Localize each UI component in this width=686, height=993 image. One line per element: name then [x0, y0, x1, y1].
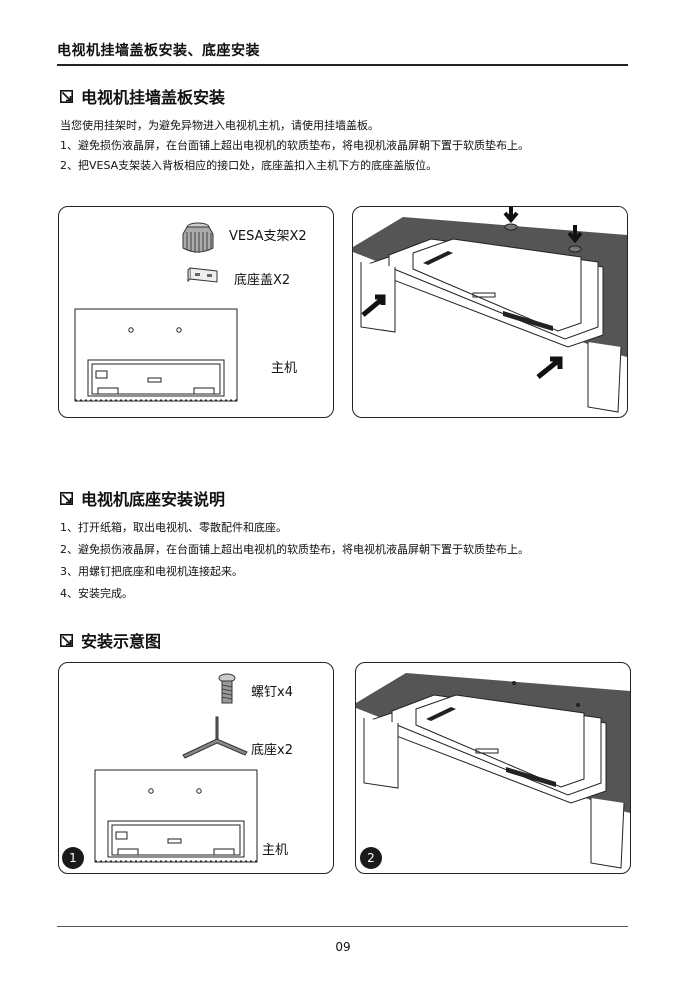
section1-line-step1: 1、避免损伤液晶屏，在台面铺上超出电视机的软质垫布，将电视机液晶屏朝下置于软质垫… [60, 139, 529, 152]
step-badge-1: 1 [62, 847, 84, 869]
wall-cover-install-illustration [352, 206, 628, 418]
tv-back-diagram [74, 308, 238, 402]
parts-panel-wall-cover: VESA支架X2 底座盖X2 主机 [58, 206, 334, 418]
section2-heading: 电视机底座安装说明 [60, 486, 225, 510]
section1-line-step2: 2、把VESA支架装入背板相应的接口处，底座盖扣入主机下方的底座盖版位。 [60, 159, 438, 172]
base-cover-icon [187, 267, 218, 283]
page-header-title: 电视机挂墙盖板安装、底座安装 [57, 43, 260, 59]
tv-on-table-illustration [356, 673, 630, 869]
section2-text: 1、打开纸箱，取出电视机、零散配件和底座。 2、避免损伤液晶屏，在台面铺上超出电… [60, 517, 529, 605]
section3-title: 安装示意图 [81, 632, 162, 651]
section2-line-step4: 4、安装完成。 [60, 587, 133, 600]
page-number: 09 [335, 940, 351, 954]
header-divider [57, 64, 628, 66]
section2-line-step3: 3、用螺钉把底座和电视机连接起来。 [60, 565, 243, 578]
main-unit-label: 主机 [262, 843, 289, 858]
vesa-bracket-icon [182, 222, 214, 253]
section2-line-step1: 1、打开纸箱，取出电视机、零散配件和底座。 [60, 521, 287, 534]
section2-title: 电视机底座安装说明 [81, 490, 226, 509]
stand-install-illustration: 2 [355, 662, 631, 874]
vesa-label: VESA支架X2 [229, 229, 307, 244]
section3-heading: 安装示意图 [60, 628, 161, 652]
main-unit-label: 主机 [271, 361, 298, 376]
screws-label: 螺钉x4 [251, 685, 293, 700]
tv-on-table-illustration [353, 207, 627, 413]
footer-divider [57, 926, 628, 927]
section1-text: 当您使用挂架时，为避免异物进入电视机主机，请使用挂墙盖板。 1、避免损伤液晶屏，… [60, 116, 529, 176]
section1-heading: 电视机挂墙盖板安装 [60, 84, 225, 108]
checkbox-icon [60, 491, 73, 505]
base-cover-label: 底座盖X2 [234, 273, 291, 288]
checkbox-icon [60, 89, 73, 103]
step-badge-2: 2 [360, 847, 382, 869]
stand-label: 底座x2 [251, 743, 293, 758]
screw-icon [218, 673, 236, 704]
parts-panel-stand: 螺钉x4 底座x2 主机 1 [58, 662, 334, 874]
section2-line-step2: 2、避免损伤液晶屏，在台面铺上超出电视机的软质垫布，将电视机液晶屏朝下置于软质垫… [60, 543, 529, 556]
stand-icon [182, 716, 248, 759]
checkbox-icon [60, 633, 73, 647]
tv-back-diagram [94, 769, 258, 863]
section1-line-intro: 当您使用挂架时，为避免异物进入电视机主机，请使用挂墙盖板。 [60, 119, 379, 132]
section1-title: 电视机挂墙盖板安装 [81, 88, 226, 107]
